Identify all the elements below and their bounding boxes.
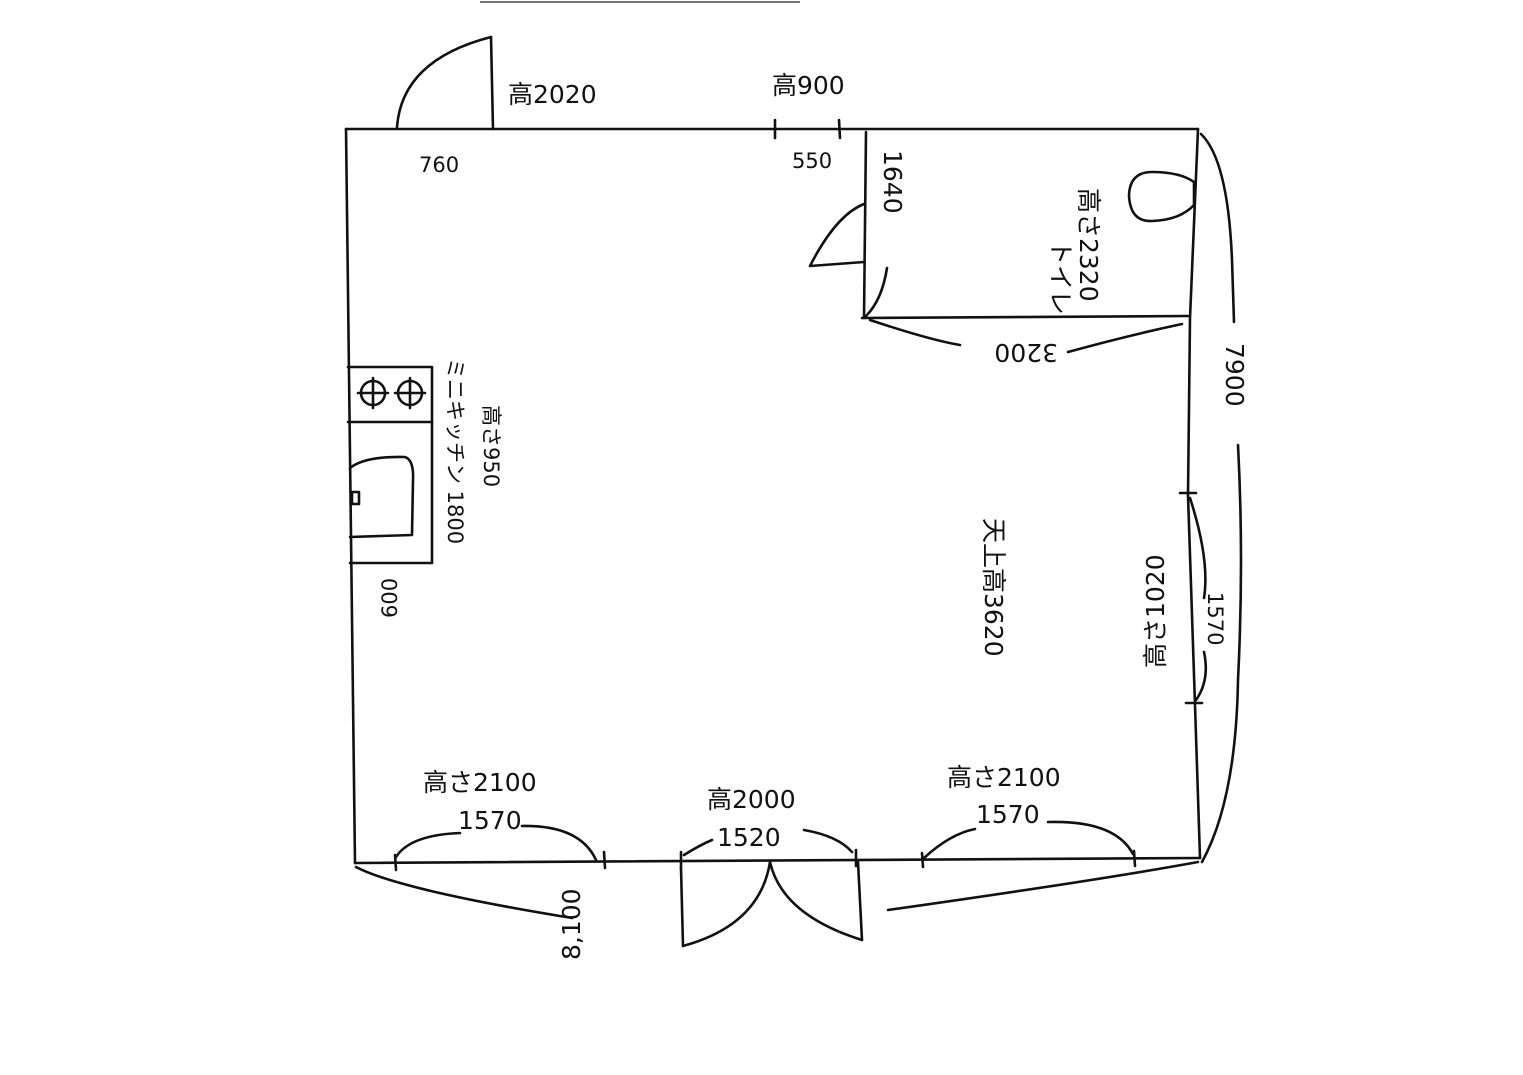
top-window-width-label: 550 (792, 149, 832, 173)
bottom-left-width-label: 1570 (458, 806, 522, 835)
toilet-door-leaf (808, 202, 866, 268)
bottom-wall-length-label: 8,100 (557, 888, 586, 960)
toilet-width-dim-line (868, 318, 1184, 354)
bottom-wall-dimension: 8,100 (354, 860, 1200, 960)
bc-dim-line-right (802, 828, 854, 854)
toilet-wall-left (862, 130, 868, 320)
burner-left-icon (356, 376, 390, 410)
right-wall (1186, 127, 1202, 860)
right-dim-line-bottom (1200, 443, 1243, 864)
br-tick-left (920, 851, 925, 869)
toilet-height-label: 高さ2320 (1074, 188, 1103, 302)
toilet-room: 1640 高さ2320 トイレ 3200 (808, 130, 1196, 367)
top-door-height-label: 高2020 (508, 80, 597, 109)
bc-door-left-leaf (679, 866, 685, 948)
bottom-dim-line-left (354, 865, 574, 920)
bottom-right-height-label: 高さ2100 (947, 763, 1061, 792)
top-left-door: 高2020 760 (395, 35, 597, 177)
right-window-dim-line (1188, 496, 1208, 702)
bc-door-right-swing (768, 860, 864, 942)
outer-walls (344, 127, 1202, 865)
toilet-depth-label: 1640 (878, 150, 907, 214)
kitchen-height-label: 高さ950 (479, 405, 503, 487)
window-tick-right (837, 118, 842, 140)
burner-right-icon (393, 376, 427, 410)
bottom-left-opening: 高さ2100 1570 (393, 768, 607, 872)
bl-arc-right (520, 824, 598, 862)
br-arc-right (1046, 820, 1135, 856)
bottom-right-opening: 高さ2100 1570 (920, 763, 1137, 869)
top-window-height-label: 高900 (772, 71, 845, 100)
toilet-width-label: 3200 (994, 338, 1058, 367)
door-swing-arc (395, 35, 493, 129)
bl-tick-right (602, 850, 607, 870)
toilet-name-label: トイレ (1046, 240, 1075, 315)
bottom-wall (353, 856, 1202, 865)
br-arc-left (922, 827, 977, 860)
bottom-center-height-label: 高2000 (707, 785, 796, 814)
right-dim-line-top (1199, 132, 1236, 324)
br-tick-right (1132, 849, 1137, 868)
bottom-center-width-label: 1520 (717, 823, 781, 852)
toilet-door-swing (864, 266, 889, 318)
kitchen-depth-label: 600 (378, 578, 402, 618)
right-wall-length-label: 7900 (1220, 343, 1249, 407)
bottom-left-height-label: 高さ2100 (423, 768, 537, 797)
ceiling-height-label: 天上高3620 (979, 518, 1008, 657)
bc-door-left-swing (681, 860, 772, 948)
bl-arc-left (394, 831, 462, 859)
right-wall-dimension: 7900 (1199, 132, 1249, 864)
bc-door-right-leaf (856, 860, 864, 942)
kitchen-counter (346, 365, 434, 565)
kitchen-sink (348, 455, 415, 539)
top-door-width-label: 760 (419, 153, 459, 177)
toilet-bowl-icon (1127, 170, 1196, 223)
top-window: 高900 550 (772, 71, 845, 173)
door-leaf (489, 35, 495, 131)
right-window-width-label: 1570 (1203, 592, 1227, 645)
left-wall (344, 127, 357, 865)
toilet-wall-bottom (860, 314, 1190, 320)
bottom-center-door: 高2000 1520 (679, 785, 864, 948)
mini-kitchen: ミニキッチン 1800 高さ950 600 (346, 358, 503, 618)
bottom-dim-line-right (886, 860, 1200, 912)
bc-dim-line-left (682, 838, 714, 857)
kitchen-name-label: ミニキッチン 1800 (443, 358, 467, 544)
faucet-icon (350, 490, 361, 506)
right-window: 高さ1020 1570 (1141, 491, 1227, 705)
right-window-height-label: 高さ1020 (1141, 554, 1170, 668)
bottom-right-width-label: 1570 (976, 800, 1040, 829)
